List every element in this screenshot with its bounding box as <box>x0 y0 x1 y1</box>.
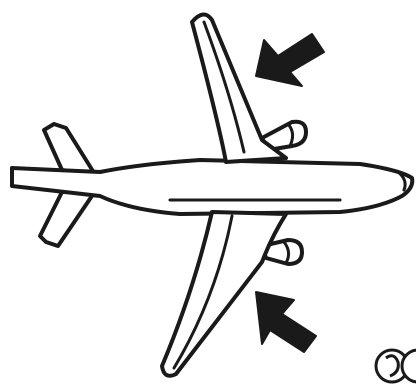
corner-emblem <box>376 350 416 382</box>
upper-arrow <box>256 34 324 86</box>
lower-tail-stabilizer <box>40 190 96 246</box>
lower-arrow <box>256 292 316 352</box>
